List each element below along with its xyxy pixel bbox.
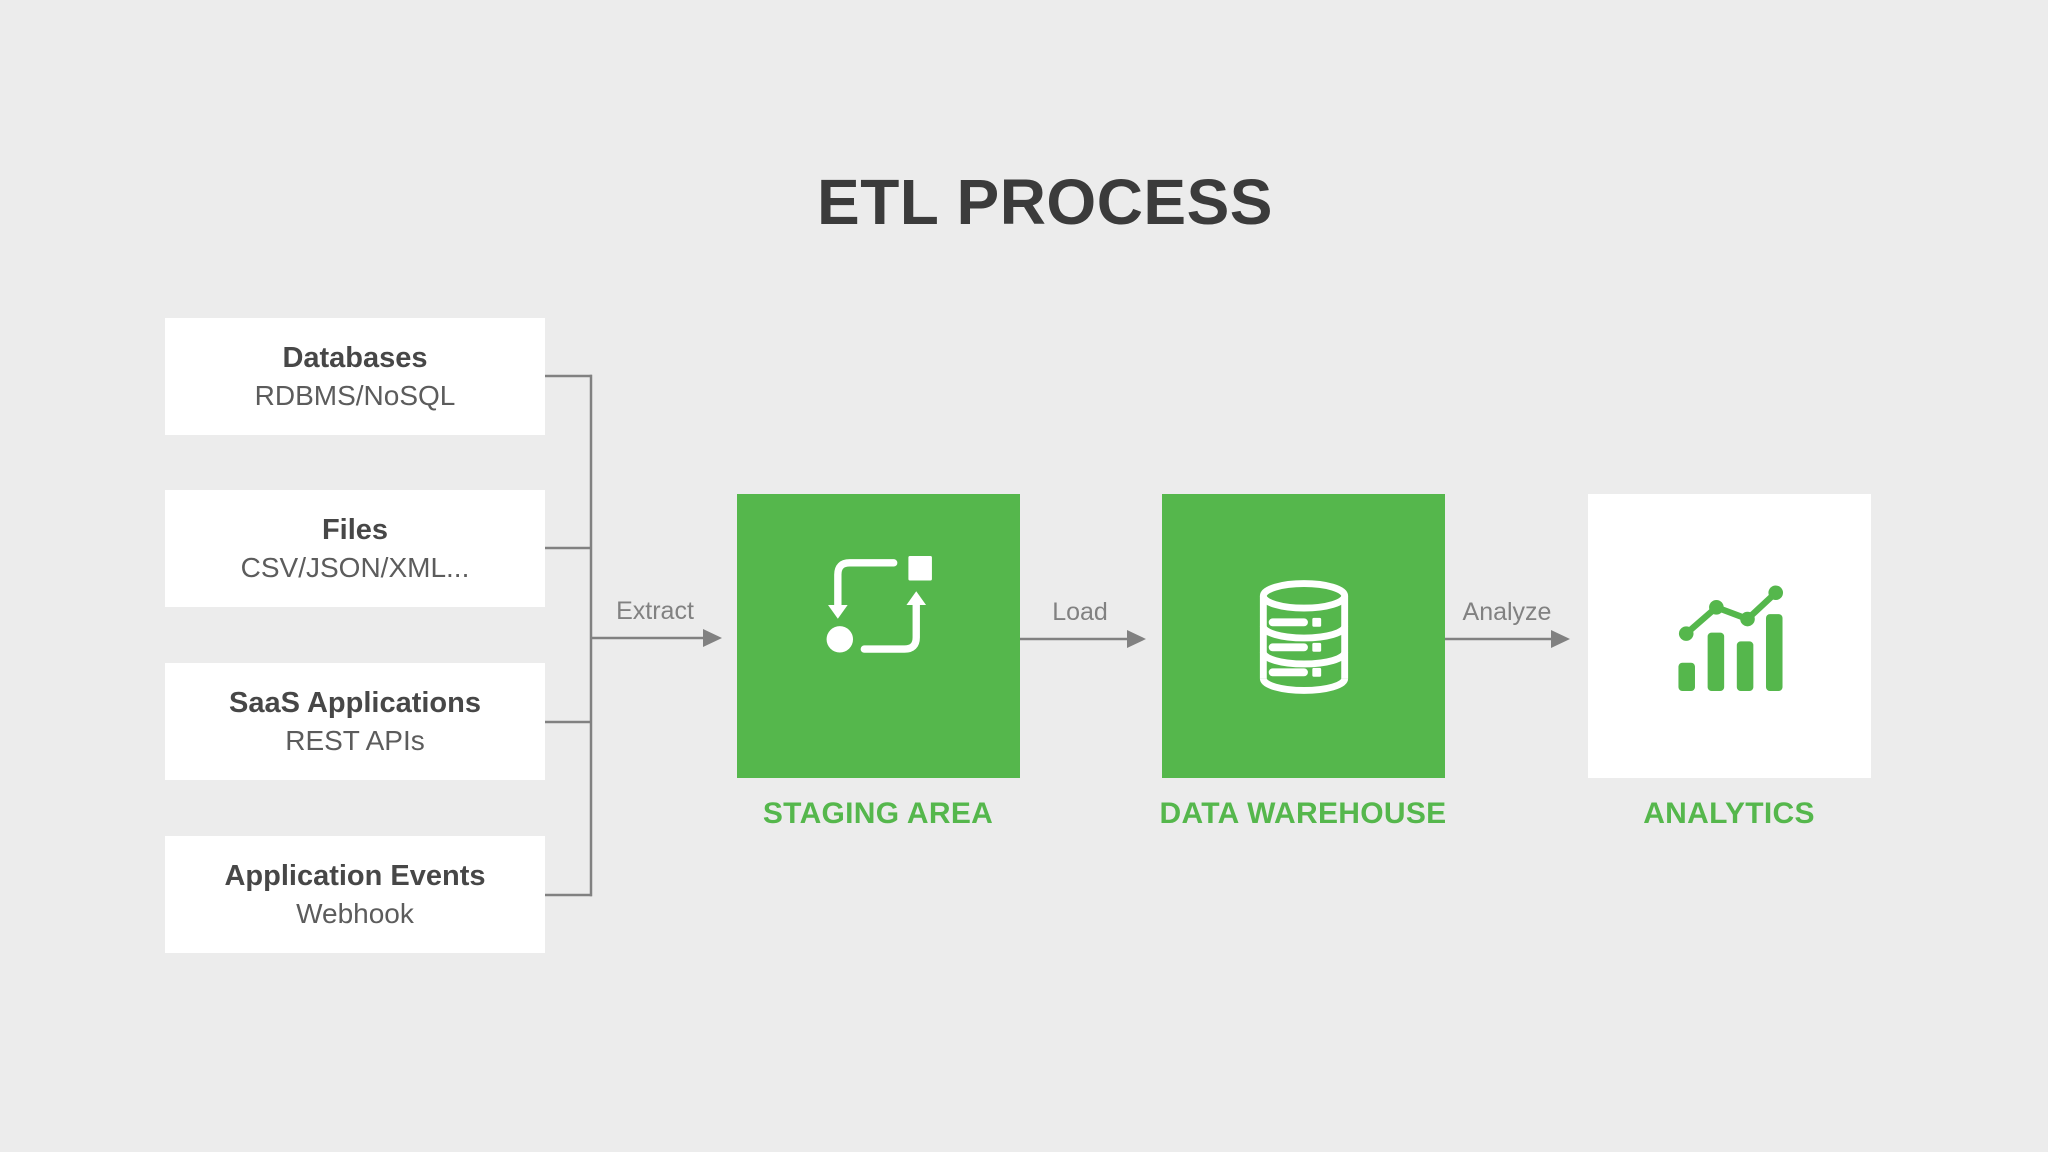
source-box-saas-applications: SaaS Applications REST APIs (165, 663, 545, 780)
stage-box-transform: Transform (737, 494, 1020, 778)
source-name: Databases (282, 341, 428, 374)
stage-label-analytics: ANALYTICS (1643, 797, 1815, 830)
flow-label-load: Load (1052, 598, 1108, 626)
load-arrow (1020, 630, 1146, 648)
source-detail: RDBMS/NoSQL (254, 379, 456, 411)
source-detail: CSV/JSON/XML... (240, 551, 470, 583)
page-title: ETL PROCESS (817, 166, 1273, 238)
analyze-arrowhead-icon (1551, 630, 1570, 648)
source-detail: Webhook (296, 897, 414, 929)
stage-label-staging-area: STAGING AREA (762, 797, 994, 830)
stage-box-data-warehouse (1162, 494, 1445, 778)
analyze-arrow (1443, 630, 1570, 648)
database-icon (1259, 580, 1348, 694)
transform-icon (826, 556, 932, 653)
stage-label-data-warehouse: DATA WAREHOUSE (1159, 797, 1447, 830)
source-name: Files (321, 513, 389, 546)
source-box-files: Files CSV/JSON/XML... (165, 490, 545, 607)
source-box-databases: Databases RDBMS/NoSQL (165, 318, 545, 435)
source-box-application-events: Application Events Webhook (165, 836, 545, 953)
source-name: SaaS Applications (229, 686, 481, 719)
flow-label-analyze: Analyze (1462, 598, 1552, 626)
bar-chart-icon (1677, 585, 1783, 691)
source-name: Application Events (224, 859, 486, 892)
stage-box-analytics (1588, 494, 1871, 778)
extract-arrowhead-icon (703, 629, 722, 647)
load-arrowhead-icon (1127, 630, 1146, 648)
source-detail: REST APIs (285, 724, 425, 756)
flow-label-extract: Extract (616, 597, 694, 625)
extract-arrow (591, 629, 722, 647)
